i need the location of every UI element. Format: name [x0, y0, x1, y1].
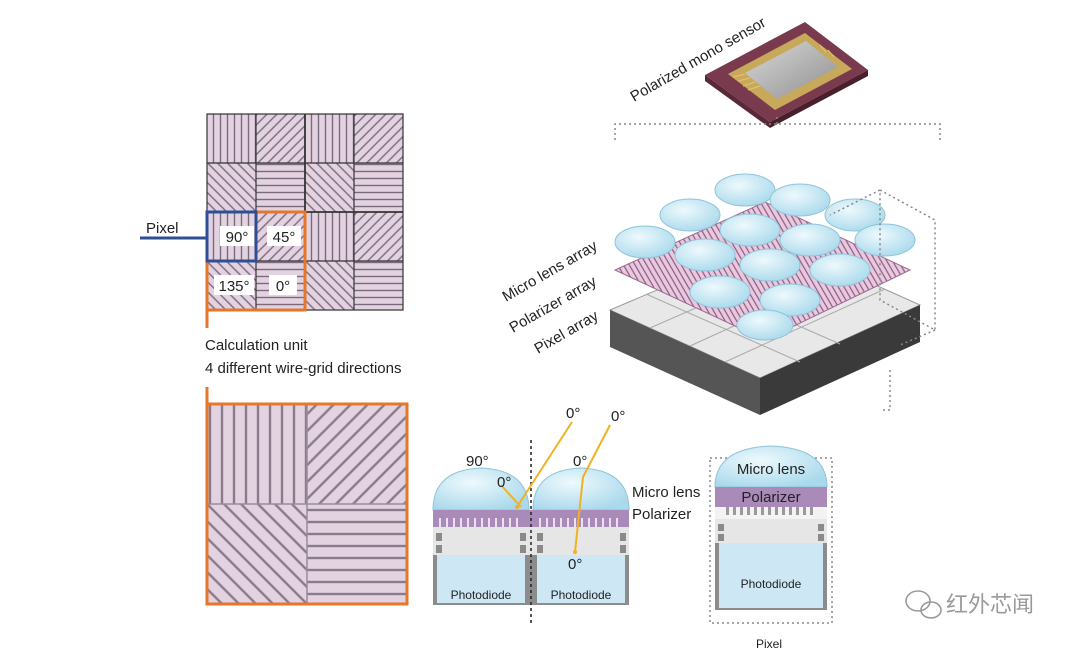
- polarizer-grid-4x4: [206, 113, 404, 311]
- ray-angle-0-label-e: 0°: [568, 556, 582, 573]
- angle-label-90: 90°: [220, 226, 254, 246]
- angle-label-45: 45°: [267, 226, 301, 246]
- svg-text:45°: 45°: [273, 229, 296, 246]
- angle-label-0: 0°: [269, 275, 297, 295]
- watermark-text: 红外芯闻: [946, 592, 1034, 617]
- photodiode-inner-label: Photodiode: [741, 577, 802, 591]
- enlarged-calculation-unit: [205, 387, 409, 606]
- polarizer-side-label: Polarizer: [632, 506, 691, 523]
- pixel-label: Pixel: [146, 220, 179, 237]
- photodiode-label-right: Photodiode: [551, 588, 612, 602]
- single-pixel-cross-section: [709, 445, 833, 624]
- ray-angle-0-label-b: 0°: [566, 405, 580, 422]
- ray-angle-0-label-d: 0°: [573, 453, 587, 470]
- watermark: 红外芯闻: [905, 590, 1034, 619]
- stack-zoom-box: [829, 189, 936, 411]
- angle-label-135: 135°: [214, 275, 254, 295]
- ray-angle-90-label: 90°: [466, 453, 489, 470]
- calculation-unit-label: Calculation unit: [205, 337, 308, 354]
- polarizer-inner-label: Polarizer: [741, 489, 800, 506]
- zoom-connector-lines: [614, 116, 941, 140]
- pixel-bottom-label: Pixel: [756, 637, 782, 651]
- svg-text:90°: 90°: [226, 229, 249, 246]
- light-rays: [500, 421, 611, 553]
- svg-text:0°: 0°: [276, 278, 290, 295]
- micro-lens-side-label: Micro lens: [632, 484, 700, 501]
- micro-lens-inner-label: Micro lens: [737, 461, 805, 478]
- micro-lens-array-layer: [614, 173, 916, 341]
- wire-grid-directions-label: 4 different wire-grid directions: [205, 360, 401, 377]
- ray-angle-0-label-a: 0°: [497, 474, 511, 491]
- photodiode-label-left: Photodiode: [451, 588, 512, 602]
- ray-angle-0-label-c: 0°: [611, 408, 625, 425]
- wechat-icon: [905, 590, 942, 619]
- svg-text:135°: 135°: [218, 278, 249, 295]
- polarized-mono-sensor-chip: [705, 22, 868, 128]
